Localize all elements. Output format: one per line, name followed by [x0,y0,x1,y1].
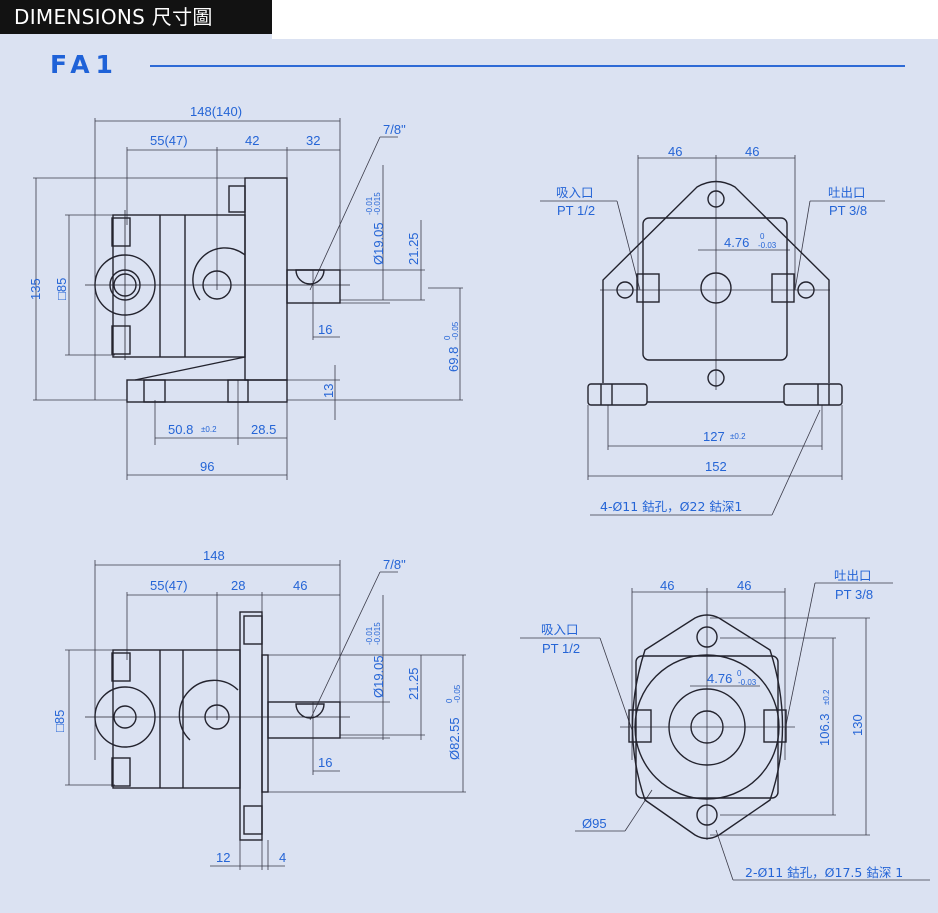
dim-key-width: 4.76 [707,671,732,686]
holes-note: 2-Ø11 鈷孔，Ø17.5 鈷深 1 [745,865,903,880]
tol-up: -0.01 [365,196,374,215]
outlet-port: PT 3/8 [835,587,873,602]
inlet-port: PT 1/2 [557,203,595,218]
bottom-front-view: 46 46 吸入口 PT 1/2 吐出口 PT 3/8 4.76 0 -0.03… [520,568,930,881]
tol: ±0.2 [730,432,746,441]
dim-flange-offset: 12 [216,850,230,865]
dim-key-height: 21.25 [406,667,421,700]
thread-label: 7/8" [383,122,406,137]
dim-seg3: 32 [306,133,320,148]
top-side-view: 148(140) 55(47) 42 32 7/8" Ø19.05 -0.01 … [28,104,463,480]
bottom-side-view: 148 55(47) 28 46 7/8" Ø19.05 -0.01 -0.01… [52,548,466,870]
dim-width: 152 [705,459,727,474]
outlet-label: 吐出口 [828,185,866,200]
tol-up: 0 [443,335,452,340]
dim-key-width: 4.76 [724,235,749,250]
dim-hole-pitch: 106.3 [817,713,832,746]
dim-half-left: 46 [668,144,682,159]
dim-pilot-dia: Ø82.55 [447,717,462,760]
model-title: FA1 [50,50,119,79]
dim-square: □85 [52,710,67,732]
dim-height: 135 [28,278,43,300]
tol: ±0.2 [201,425,217,434]
tol-up: 0 [760,232,765,241]
dim-body-dia: Ø95 [582,816,607,831]
inlet-label: 吸入口 [556,185,594,200]
thread-label: 7/8" [383,557,406,572]
dim-half-right: 46 [737,578,751,593]
dim-shaft-dia: Ø19.05 [371,222,386,265]
dim-key-height: 21.25 [406,232,421,265]
model-rule [150,65,905,67]
dim-base-len: 96 [200,459,214,474]
dim-half-left: 46 [660,578,674,593]
tol-up: 0 [737,669,742,678]
dim-seg1: 55(47) [150,578,188,593]
dim-half-right: 46 [745,144,759,159]
outlet-label: 吐出口 [834,568,872,583]
tol-low: -0.05 [451,321,460,340]
dim-key-len: 16 [318,322,332,337]
dim-base-thk: 13 [321,384,336,398]
dim-hole-pitch: 50.8 [168,422,193,437]
outlet-port: PT 3/8 [829,203,867,218]
tol-low: -0.05 [453,684,462,703]
inlet-label: 吸入口 [541,622,579,637]
holes-note: 4-Ø11 鈷孔，Ø22 鈷深1 [600,499,742,514]
dim-seg2: 28 [231,578,245,593]
tol: ±0.2 [822,689,831,705]
dim-seg2: 42 [245,133,259,148]
tol-up: -0.01 [365,626,374,645]
dim-hole-pitch: 127 [703,429,725,444]
tol-up: 0 [445,698,454,703]
tol-low: -0.015 [373,622,382,645]
tol-low: -0.03 [758,241,777,250]
dim-center-height: 69.8 [446,347,461,372]
dim-hole-offset: 28.5 [251,422,276,437]
top-front-view: 46 46 吸入口 PT 1/2 吐出口 PT 3/8 4.76 0 -0.03… [540,144,885,516]
tol-low: -0.015 [373,192,382,215]
dim-height: 130 [850,714,865,736]
dim-square: □85 [54,278,69,300]
dim-shaft-dia: Ø19.05 [371,655,386,698]
dim-key-len: 16 [318,755,332,770]
inlet-port: PT 1/2 [542,641,580,656]
dim-overall-length: 148(140) [190,104,242,119]
tol-low: -0.03 [738,678,757,687]
dim-overall-length: 148 [203,548,225,563]
dim-seg3: 46 [293,578,307,593]
header-blank [272,0,938,39]
dim-flange-thk: 4 [279,850,286,865]
header-title: DIMENSIONS 尺寸圖 [0,0,272,34]
dim-seg1: 55(47) [150,133,188,148]
